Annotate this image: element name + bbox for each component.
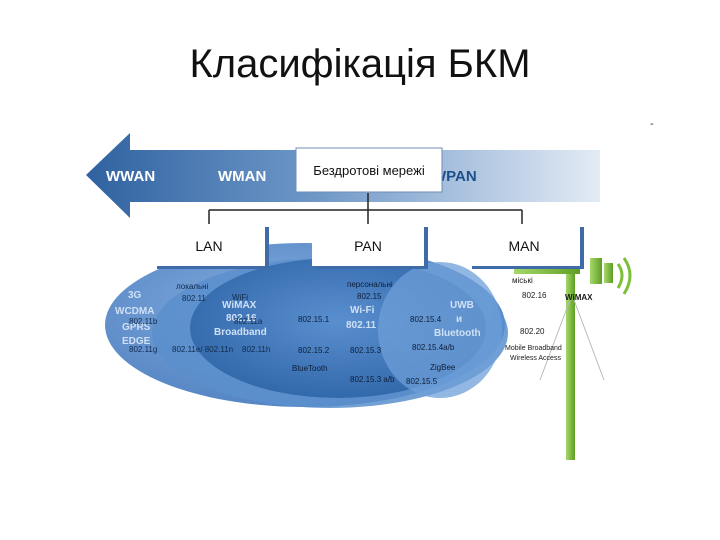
category-label-man: MAN <box>508 238 539 254</box>
center-box <box>295 147 443 193</box>
man-mbwa-2: Wireless Access <box>510 355 561 362</box>
label-80211-mid: 802.11 <box>346 320 376 331</box>
slide-title: Класифікація БКМ <box>189 42 531 86</box>
arrow-label-wman: WMAN <box>218 168 266 185</box>
category-label-pan: PAN <box>354 238 382 254</box>
pan-zigbee: ZigBee <box>430 363 456 372</box>
man-mbwa-1: Mobile Broadband <box>505 345 562 352</box>
label-bluetooth-big: Bluetooth <box>434 328 481 339</box>
category-box-pan: PAN <box>312 224 428 269</box>
man-80220: 802.20 <box>520 327 545 336</box>
category-box-lan: LAN <box>153 224 269 269</box>
man-tower-icon <box>514 257 632 460</box>
category-box-man: MAN <box>468 224 584 269</box>
pan-heading: персональні <box>347 280 393 289</box>
label-and: и <box>456 314 462 325</box>
lan-80211en: 802.11e/ 802.11n <box>172 345 233 354</box>
man-std: 802.16 <box>522 291 547 300</box>
lan-80211g: 802.11g <box>129 345 157 354</box>
label-wifi-mid: Wi-Fi <box>350 305 375 316</box>
lan-80211a: 802.11a <box>234 317 263 326</box>
ellipse-wireless-pan <box>378 262 502 398</box>
lan-wifi: WiFi <box>232 293 248 302</box>
label-edge: EDGE <box>122 336 151 347</box>
lan-heading: локальні <box>176 282 209 291</box>
pan-802153: 802.15.3 <box>350 346 382 355</box>
center-box-label: Бездротові мережі <box>313 163 425 178</box>
man-heading: міські <box>512 276 533 285</box>
label-broadband: Broadband <box>214 327 267 338</box>
lan-std: 802.11 <box>182 294 206 303</box>
pan-std: 802.15 <box>357 292 382 301</box>
label-wimax: WiMAX <box>222 300 257 311</box>
corner-mark: - <box>650 118 654 130</box>
label-80216: 802.16 <box>226 313 257 324</box>
arrow-label-wwan: WWAN <box>106 168 155 185</box>
man-wimax: WiMAX <box>565 293 593 302</box>
lan-80211b: 802.11b <box>129 317 158 326</box>
pan-802154ab: 802.15.4a/b <box>412 343 455 352</box>
pan-802155: 802.15.5 <box>406 377 438 386</box>
pan-802151: 802.15.1 <box>298 315 330 324</box>
label-uwb: UWB <box>450 300 474 311</box>
label-wcdma: WCDMA <box>115 306 154 317</box>
category-label-lan: LAN <box>195 238 222 254</box>
label-3g: 3G <box>128 290 142 301</box>
pan-802152: 802.15.2 <box>298 346 330 355</box>
pan-bluetooth: BlueTooth <box>292 364 328 373</box>
arrow-label-wpan: WPAN <box>432 168 477 185</box>
pan-802154: 802.15.4 <box>410 315 442 324</box>
lan-80211h: 802.11h <box>242 345 270 354</box>
label-gprs: GPRS <box>122 322 151 333</box>
pan-802153ab: 802.15.3 a/b <box>350 375 395 384</box>
